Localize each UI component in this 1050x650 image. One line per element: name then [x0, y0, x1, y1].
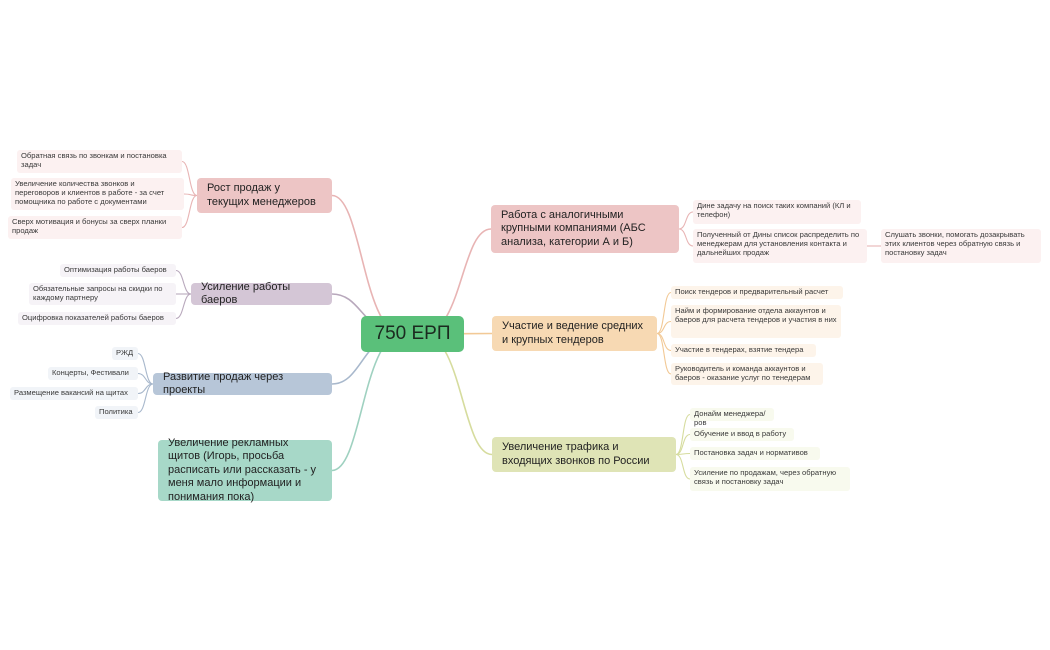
- subtopic-hire-managers[interactable]: Донайм менеджера/ров: [690, 408, 774, 427]
- edge-tend-3: [656, 332, 672, 375]
- subtopic-discount-requests[interactable]: Обязательные запросы на скидки по каждом…: [29, 283, 176, 305]
- edge-baer-0: [175, 269, 192, 295]
- edge-abc-1: [678, 228, 694, 247]
- subtopic-training[interactable]: Обучение и ввод в работу: [690, 428, 794, 441]
- topic-similar-companies[interactable]: Работа с аналогичными крупными компаниям…: [491, 205, 679, 253]
- subtopic-hire-accounts[interactable]: Найм и формирование отдела аккаунтов и б…: [671, 305, 841, 338]
- edge-tend-1: [656, 320, 672, 335]
- topic-tenders[interactable]: Участие и ведение средних и крупных тенд…: [492, 316, 657, 351]
- edge-tend-2: [656, 332, 672, 352]
- edge-proj-3: [137, 383, 154, 414]
- subtopic-tasks-norms[interactable]: Постановка задач и нормативов: [690, 447, 820, 460]
- subtopic-tender-team[interactable]: Руководитель и команда аккаунтов и баеро…: [671, 363, 823, 385]
- edge-rost-2: [181, 194, 198, 229]
- edge-root-rost: [331, 194, 403, 335]
- subtopic-more-calls[interactable]: Увеличение количества звонков и перегово…: [11, 178, 184, 210]
- edge-abc-0: [678, 211, 694, 230]
- subtopic-dina-search[interactable]: Дине задачу на поиск таких компаний (КЛ …: [693, 200, 861, 224]
- topic-sales-growth[interactable]: Рост продаж у текущих менеджеров: [197, 178, 332, 213]
- subtopic-buyer-metrics[interactable]: Оцифровка показателей работы баеров: [18, 312, 176, 325]
- topic-traffic-calls[interactable]: Увеличение трафика и входящих звонков по…: [492, 437, 676, 472]
- subtopic-concerts[interactable]: Концерты, Фестивали: [48, 367, 138, 380]
- subtopic-tender-search[interactable]: Поиск тендеров и предварительный расчет: [671, 286, 843, 299]
- central-topic[interactable]: 750 ЕРП: [361, 316, 464, 352]
- edge-traf-0: [675, 413, 691, 456]
- edge-baer-2: [175, 293, 192, 320]
- subtopic-politics[interactable]: Политика: [95, 406, 138, 419]
- edge-rost-0: [181, 160, 198, 197]
- subtopic-optimize-buyers[interactable]: Оптимизация работы баеров: [60, 264, 176, 277]
- subtopic-distribute-list[interactable]: Полученный от Дины список распределить п…: [693, 229, 867, 263]
- subtopic-vacancy-billboards[interactable]: Размещение вакансий на щитах: [10, 387, 138, 400]
- subtopic-extra-motivation[interactable]: Сверх мотивация и бонусы за сверх планки…: [8, 216, 182, 239]
- topic-projects-sales[interactable]: Развитие продаж через проекты: [153, 371, 332, 396]
- subtopic-rzd[interactable]: РЖД: [112, 347, 138, 360]
- subtopic-feedback-calls[interactable]: Обратная связь по звонкам и постановка з…: [17, 150, 182, 173]
- subtopic-tender-participation[interactable]: Участие в тендерах, взятие тендера: [671, 344, 816, 357]
- subtopic-sales-boost[interactable]: Усиление по продажам, через обратную свя…: [690, 467, 850, 491]
- edge-proj-0: [137, 352, 154, 385]
- topic-ad-billboards[interactable]: Увеличение рекламных щитов (Игорь, прось…: [158, 437, 332, 503]
- subtopic-listen-calls[interactable]: Слушать звонки, помогать дозакрывать эти…: [881, 229, 1041, 263]
- edge-root-traf: [422, 333, 493, 456]
- edge-tend-0: [656, 291, 672, 335]
- edge-traf-3: [675, 453, 691, 480]
- topic-buyers-work[interactable]: Усиление работы баеров: [191, 281, 332, 306]
